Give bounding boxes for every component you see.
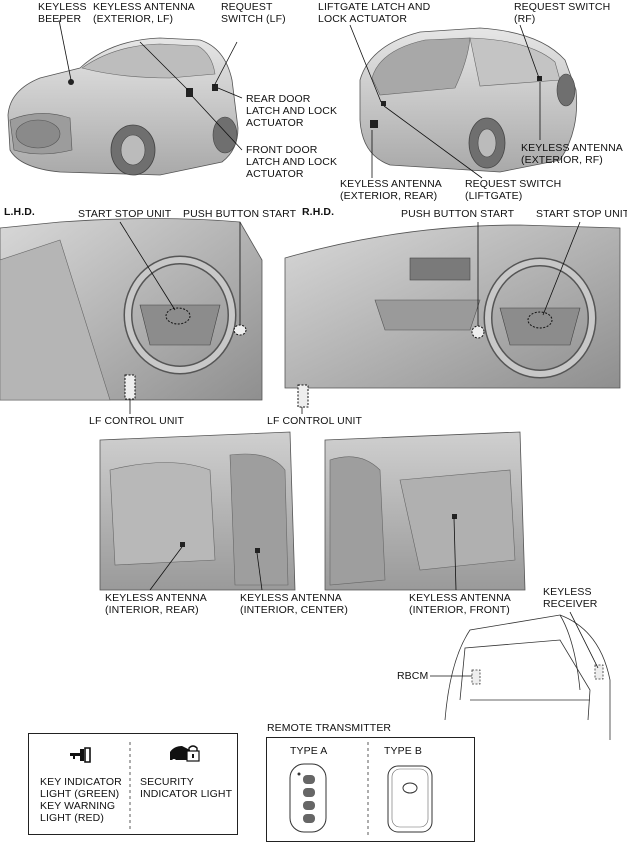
- label-type-a: TYPE A: [290, 745, 328, 757]
- label-request-switch-rf: REQUEST SWITCH (RF): [514, 1, 611, 25]
- cargo-area: [444, 614, 611, 740]
- leader-lines: [58, 19, 599, 677]
- interior-rear: [99, 431, 296, 591]
- label-lf-control-unit-rhd: LF CONTROL UNIT: [267, 415, 363, 427]
- label-rhd: R.H.D.: [302, 206, 335, 218]
- label-keyless-antenna-exterior-lf: KEYLESS ANTENNA (EXTERIOR, LF): [93, 1, 195, 25]
- label-request-switch-liftgate: REQUEST SWITCH (LIFTGATE): [465, 178, 562, 202]
- label-keyless-beeper: KEYLESS BEEPER: [38, 1, 87, 25]
- type-a-fob: [289, 763, 327, 833]
- car-front-view: [7, 37, 239, 176]
- label-push-button-start-lhd: PUSH BUTTON START: [183, 208, 297, 220]
- label-lf-control-unit-lhd: LF CONTROL UNIT: [89, 415, 185, 427]
- label-security-indicator-light: SECURITY INDICATOR LIGHT: [140, 776, 233, 800]
- label-start-stop-unit-lhd: START STOP UNIT: [78, 208, 172, 220]
- label-key-indicator-light: KEY INDICATOR LIGHT (GREEN) KEY WARNING …: [40, 776, 122, 824]
- label-rear-door-actuator: REAR DOOR LATCH AND LOCK ACTUATOR: [246, 93, 338, 129]
- label-keyless-antenna-interior-front: KEYLESS ANTENNA (INTERIOR, FRONT): [409, 592, 511, 616]
- dashboard-lhd: [0, 218, 263, 401]
- key-indicator-icon: [70, 747, 91, 763]
- label-front-door-actuator: FRONT DOOR LATCH AND LOCK ACTUATOR: [246, 144, 338, 180]
- label-keyless-antenna-interior-center: KEYLESS ANTENNA (INTERIOR, CENTER): [240, 592, 348, 616]
- label-request-switch-lf: REQUEST SWITCH (LF): [221, 1, 286, 25]
- remote-transmitter-box: [266, 737, 475, 842]
- label-liftgate-actuator: LIFTGATE LATCH AND LOCK ACTUATOR: [318, 1, 431, 25]
- indicator-legend-box: [28, 733, 238, 835]
- label-lhd: L.H.D.: [4, 206, 35, 218]
- type-b-fob: [387, 765, 433, 833]
- label-remote-transmitter: REMOTE TRANSMITTER: [267, 722, 392, 734]
- label-type-b: TYPE B: [384, 745, 422, 757]
- label-keyless-receiver: KEYLESS RECEIVER: [543, 586, 598, 610]
- label-push-button-start-rhd: PUSH BUTTON START: [401, 208, 515, 220]
- label-start-stop-unit-rhd: START STOP UNIT: [536, 208, 627, 220]
- dashboard-rhd: [284, 224, 621, 408]
- label-rbcm: RBCM: [397, 670, 429, 682]
- label-keyless-antenna-exterior-rf: KEYLESS ANTENNA (EXTERIOR, RF): [521, 142, 623, 166]
- interior-front: [324, 431, 526, 591]
- label-keyless-antenna-exterior-rear: KEYLESS ANTENNA (EXTERIOR, REAR): [340, 178, 442, 202]
- label-keyless-antenna-interior-rear: KEYLESS ANTENNA (INTERIOR, REAR): [105, 592, 207, 616]
- security-indicator-icon: [170, 745, 200, 763]
